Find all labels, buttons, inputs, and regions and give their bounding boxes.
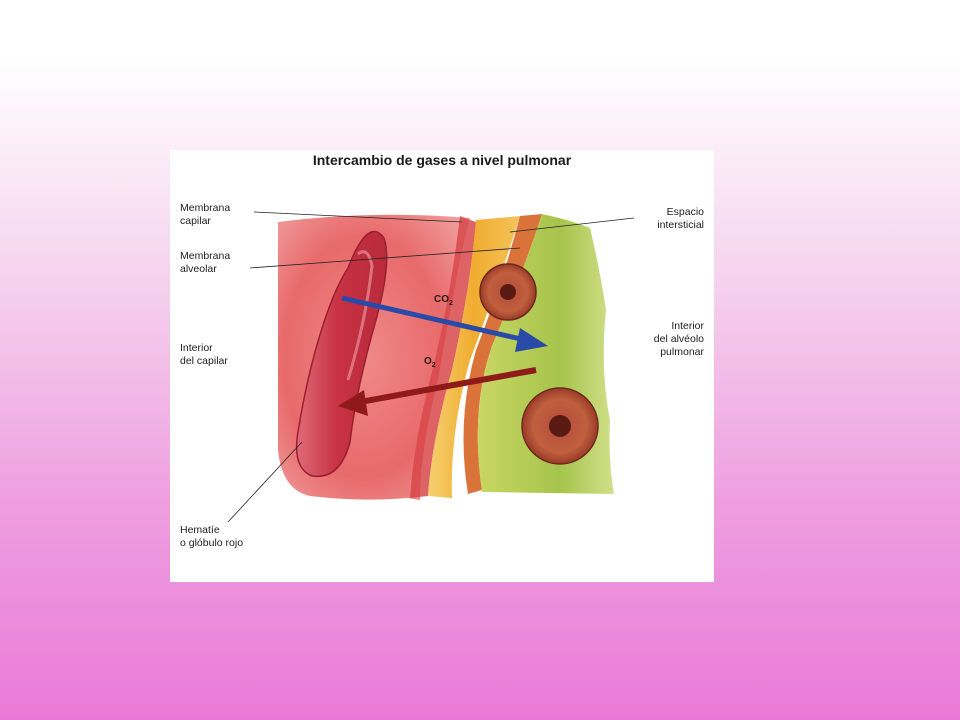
pointer-hematie	[227, 441, 303, 523]
pointer-espacio-intersticial	[509, 217, 635, 233]
diagram-title: Intercambio de gases a nivel pulmonar	[312, 152, 572, 168]
pointer-membrana-capilar	[253, 211, 463, 223]
o2-arrow	[359, 367, 537, 405]
co2-label: CO2	[434, 294, 453, 307]
interstitial-region	[428, 216, 520, 498]
diagram-figure: Intercambio de gases a nivel pulmonar Me…	[170, 150, 714, 582]
capillary-membrane	[410, 216, 476, 498]
label-membrana-alveolar: Membrana alveolar	[180, 250, 231, 275]
label-membrana-capilar: Membrana capilar	[180, 202, 231, 227]
label-espacio-intersticial: Espacio intersticial	[657, 206, 704, 231]
label-hematie: Hematíe o glóbulo rojo	[180, 524, 244, 549]
alveolar-membrane	[463, 214, 542, 494]
pointer-membrana-alveolar	[249, 247, 521, 269]
red-blood-cell	[295, 230, 388, 478]
label-interior-capilar: Interior del capilar	[180, 342, 228, 367]
diagram-illustration	[227, 211, 635, 523]
co2-arrow	[341, 295, 526, 343]
o2-label: O2	[424, 356, 436, 369]
label-interior-alveolo: Interior del alvéolo pulmonar	[653, 320, 704, 358]
